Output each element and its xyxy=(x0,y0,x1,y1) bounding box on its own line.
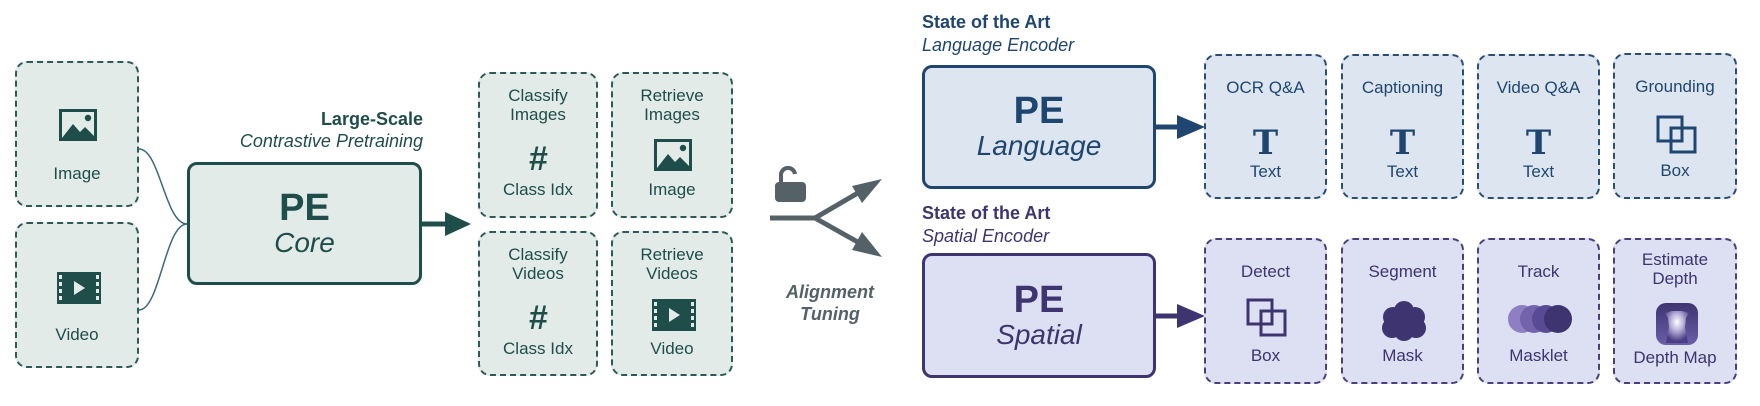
hash-icon: # xyxy=(528,140,548,178)
input-label: Image xyxy=(53,164,101,183)
task-title: Grounding xyxy=(1635,77,1715,96)
core-arrow-head xyxy=(445,212,471,236)
video-icon xyxy=(652,299,696,331)
image-icon xyxy=(654,139,692,171)
spatial-arrow xyxy=(1155,304,1205,328)
task-output: Mask xyxy=(1382,346,1423,365)
image-icon xyxy=(59,109,97,141)
text-icon: T xyxy=(1525,123,1552,163)
pe-core-box: PE Core xyxy=(187,162,422,285)
alignment-label-line2: Tuning xyxy=(800,304,860,324)
task-title: OCR Q&A xyxy=(1226,78,1305,97)
task-title: Segment xyxy=(1368,262,1437,281)
task-output: Class Idx xyxy=(503,180,573,199)
task-card-track: Track Masklet xyxy=(1477,238,1600,384)
branch-down xyxy=(813,215,865,248)
task-card-ocr-qa: OCR Q&A T Text xyxy=(1204,54,1327,199)
input-label: Video xyxy=(55,325,99,344)
input-card-image: Image xyxy=(15,61,139,207)
alignment-label: Alignment Tuning xyxy=(770,281,890,325)
task-output: Masklet xyxy=(1509,346,1568,365)
task-output: Box xyxy=(1250,346,1281,365)
pe-name: Language xyxy=(976,130,1102,161)
task-output: Video xyxy=(650,339,694,358)
connector-image-to-core xyxy=(138,148,188,225)
task-card-video-qa: Video Q&A T Text xyxy=(1477,54,1600,199)
pe-title: PE xyxy=(1013,278,1065,321)
video-icon xyxy=(57,272,101,304)
language-header-bold: State of the Art xyxy=(922,12,1051,32)
spatial-header-italic: Spatial Encoder xyxy=(922,226,1050,246)
task-title: Detect xyxy=(1240,262,1291,281)
core-header-italic: Contrastive Pretraining xyxy=(239,131,423,151)
task-output: Text xyxy=(1522,162,1555,181)
hash-icon: # xyxy=(528,299,548,337)
pe-title: PE xyxy=(279,186,330,229)
depth-map-icon xyxy=(1656,303,1698,345)
task-card-grounding: Grounding Box xyxy=(1613,53,1737,199)
language-arrow xyxy=(1155,115,1205,139)
task-title: Track xyxy=(1517,262,1560,281)
task-output: Text xyxy=(1249,162,1282,181)
language-header-italic: Language Encoder xyxy=(922,35,1075,55)
task-output: Text xyxy=(1386,162,1419,181)
pe-language-box: PE Language xyxy=(922,65,1156,189)
box-icon xyxy=(1656,115,1697,154)
pe-name: Spatial xyxy=(996,318,1082,350)
task-card-segment: Segment Mask xyxy=(1341,238,1464,384)
masklet-icon xyxy=(1508,305,1572,333)
connector-video-to-core xyxy=(138,223,188,311)
task-output: Class Idx xyxy=(503,339,573,358)
branch-up-arrowhead xyxy=(852,179,882,203)
task-output: Box xyxy=(1660,161,1690,180)
mask-icon xyxy=(1382,301,1426,341)
unlock-icon xyxy=(775,165,806,202)
task-output: Image xyxy=(648,180,696,199)
connector-lines xyxy=(138,148,471,311)
text-icon: T xyxy=(1389,123,1416,163)
task-title: Video Q&A xyxy=(1496,78,1581,97)
task-card-detect: Detect Box xyxy=(1204,238,1327,384)
box-icon xyxy=(1246,298,1287,337)
pe-spatial-box: PE Spatial xyxy=(922,253,1156,378)
input-card-video: Video xyxy=(15,222,139,368)
task-card-captioning: Captioning T Text xyxy=(1341,54,1464,199)
alignment-label-line1: Alignment xyxy=(786,282,874,302)
alignment-branch xyxy=(770,165,882,257)
pe-title: PE xyxy=(1013,90,1065,132)
pe-name: Core xyxy=(274,226,335,258)
text-icon: T xyxy=(1252,123,1279,163)
branch-down-arrowhead xyxy=(852,232,882,257)
task-output: Depth Map xyxy=(1633,348,1717,367)
branch-up xyxy=(813,187,865,221)
task-title: Captioning xyxy=(1361,78,1444,97)
core-header-bold: Large-Scale xyxy=(320,109,423,129)
spatial-header-bold: State of the Art xyxy=(922,203,1051,223)
